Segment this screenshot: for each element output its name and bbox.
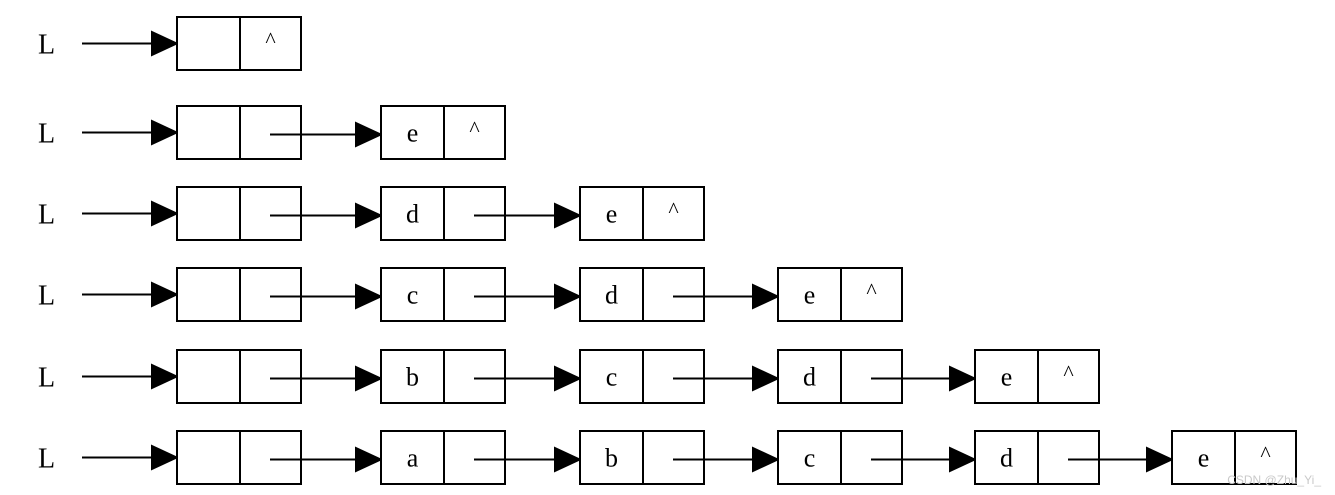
head-node [176, 430, 383, 485]
list-node: b [380, 349, 582, 404]
null-pointer: ^ [668, 197, 679, 222]
head-pointer-label: L [38, 444, 55, 475]
head-node [176, 105, 383, 160]
list-node: e^ [777, 267, 903, 322]
list-node: d [380, 186, 582, 241]
list-node: d [777, 349, 977, 404]
node-data: c [804, 444, 816, 473]
node-data: d [406, 200, 419, 229]
node-data: b [406, 363, 419, 392]
node-data: a [407, 444, 419, 473]
head-node [176, 349, 383, 404]
watermark: CSDN @Zhu_Yi_ [1227, 473, 1321, 487]
head-pointer-label: L [38, 30, 55, 61]
head-node: ^ [176, 16, 302, 71]
null-pointer: ^ [265, 27, 276, 52]
node-data: e [804, 281, 816, 310]
list-node: c [579, 349, 780, 404]
list-node: e^ [1171, 430, 1297, 485]
null-pointer: ^ [469, 116, 480, 141]
list-node: d [579, 267, 780, 322]
node-data: d [1000, 444, 1013, 473]
list-row: L^ [38, 16, 302, 71]
list-node: c [777, 430, 977, 485]
list-node: e^ [974, 349, 1100, 404]
node-data: e [606, 200, 618, 229]
null-pointer: ^ [1063, 360, 1074, 385]
list-node: a [380, 430, 582, 485]
null-pointer: ^ [1260, 441, 1271, 466]
node-data: e [1001, 363, 1013, 392]
head-pointer-label: L [38, 200, 55, 231]
list-node: d [974, 430, 1174, 485]
list-node: e^ [380, 105, 506, 160]
list-node: c [380, 267, 582, 322]
head-pointer-label: L [38, 281, 55, 312]
head-node [176, 267, 383, 322]
node-data: d [605, 281, 618, 310]
head-pointer-label: L [38, 119, 55, 150]
node-data: e [407, 119, 419, 148]
head-node [176, 186, 383, 241]
node-data: d [803, 363, 816, 392]
head-pointer-label: L [38, 363, 55, 394]
node-data: e [1198, 444, 1210, 473]
list-node: b [579, 430, 780, 485]
node-data: c [407, 281, 419, 310]
list-node: e^ [579, 186, 705, 241]
node-data: b [605, 444, 618, 473]
null-pointer: ^ [866, 278, 877, 303]
node-data: c [606, 363, 618, 392]
